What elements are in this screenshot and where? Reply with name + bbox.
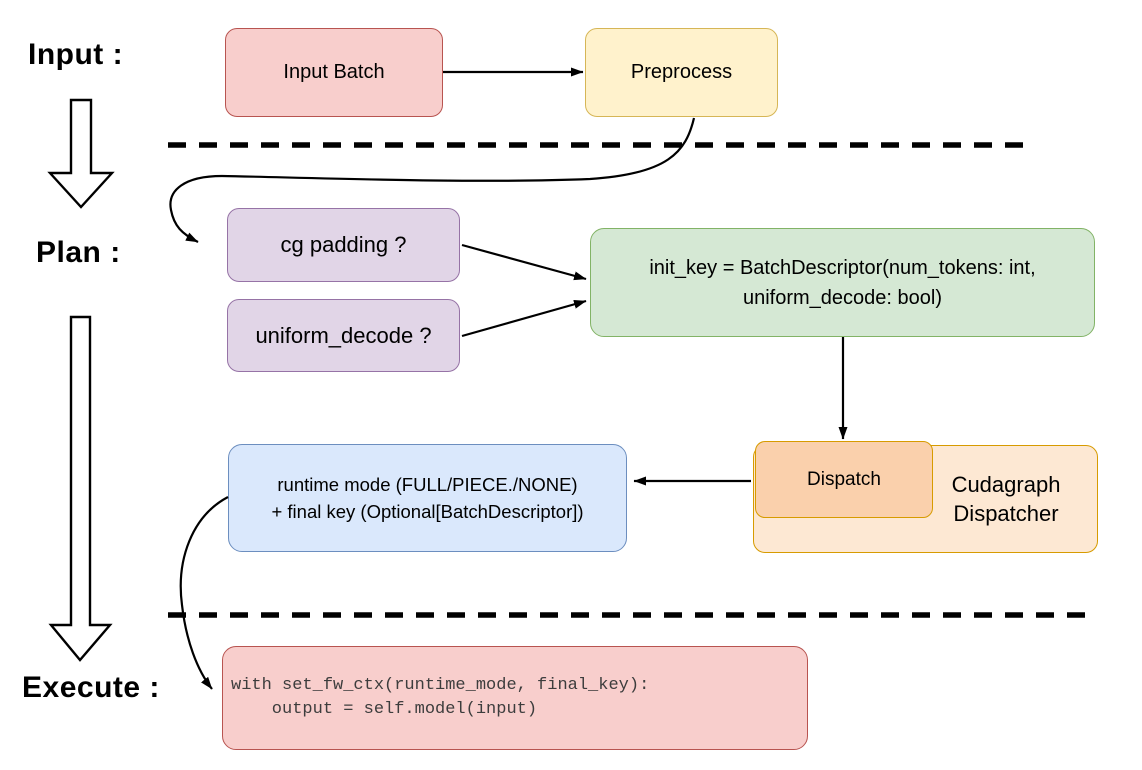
input-to-plan-block-arrow	[47, 98, 115, 209]
node-cg-padding: cg padding ?	[227, 208, 460, 282]
section-label-execute: Execute :	[22, 671, 160, 704]
node-init-key-line2: uniform_decode: bool)	[742, 286, 942, 309]
node-runtime-mode-line2: + final key (Optional[BatchDescriptor])	[271, 501, 584, 522]
node-dispatch: Dispatch	[755, 441, 933, 518]
node-uniform-decode: uniform_decode ?	[227, 299, 460, 372]
node-init-key-line1: init_key = BatchDescriptor(num_tokens: i…	[649, 256, 1036, 279]
node-runtime-mode: runtime mode (FULL/PIECE./NONE) + final …	[228, 444, 627, 552]
node-runtime-mode-line1: runtime mode (FULL/PIECE./NONE)	[277, 474, 578, 495]
node-preprocess: Preprocess	[585, 28, 778, 117]
node-dispatch-label: Dispatch	[807, 468, 881, 490]
edge-runtime-executecode	[179, 496, 229, 690]
node-input-batch: Input Batch	[225, 28, 443, 117]
node-input-batch-label: Input Batch	[283, 61, 385, 83]
node-execute-code: with set_fw_ctx(runtime_mode, final_key)…	[222, 646, 808, 750]
execute-code-line2: output = self.model(input)	[231, 700, 538, 719]
section-label-plan: Plan :	[36, 236, 121, 269]
node-init-key: init_key = BatchDescriptor(num_tokens: i…	[590, 228, 1095, 337]
section-label-input: Input :	[28, 38, 124, 71]
node-cg-padding-label: cg padding ?	[280, 232, 407, 258]
plan-to-execute-block-arrow	[48, 315, 113, 662]
node-preprocess-label: Preprocess	[630, 61, 733, 83]
node-cudagraph-dispatcher-label: Cudagraph Dispatcher	[951, 472, 1061, 526]
edge-cgpadding-initkey	[461, 243, 587, 281]
node-uniform-decode-label: uniform_decode ?	[255, 322, 432, 348]
edge-uniformdecode-initkey	[461, 299, 587, 338]
execute-code-line1: with set_fw_ctx(runtime_mode, final_key)…	[231, 676, 650, 695]
